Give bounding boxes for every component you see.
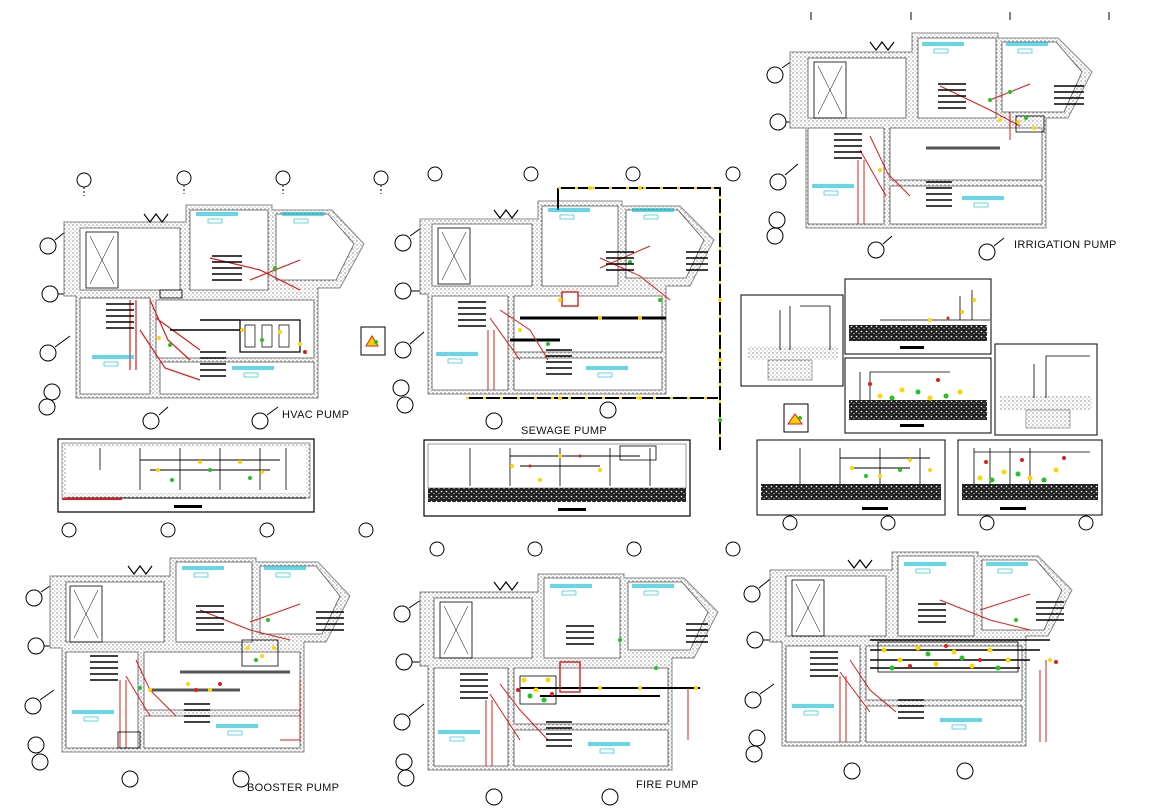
- label-fire-pump: FIRE PUMP: [636, 779, 699, 791]
- plan-sewage: [392, 166, 741, 450]
- tank-labels: [92, 212, 324, 378]
- label-booster-pump: BOOSTER PUMP: [247, 782, 339, 794]
- section-sewage: [423, 439, 691, 517]
- equipment-tags: [106, 255, 242, 377]
- plan-booster: [24, 522, 374, 788]
- section-hvac: [57, 438, 315, 513]
- detail-sections: [740, 278, 1103, 531]
- pipes: [129, 257, 301, 381]
- plan-hvac: [38, 170, 389, 430]
- plan-fire: [393, 541, 741, 806]
- plan-combined: [743, 551, 1073, 780]
- fittings: [157, 266, 307, 354]
- walls: [63, 204, 365, 399]
- grid-bubbles: [38, 170, 389, 430]
- label-irrigation-pump: IRRIGATION PUMP: [1014, 239, 1117, 251]
- label-sewage-pump: SEWAGE PUMP: [521, 425, 607, 437]
- plan-irrigation: [766, 12, 1110, 261]
- detail-small-1: [360, 326, 386, 356]
- label-hvac-pump: HVAC PUMP: [282, 409, 349, 421]
